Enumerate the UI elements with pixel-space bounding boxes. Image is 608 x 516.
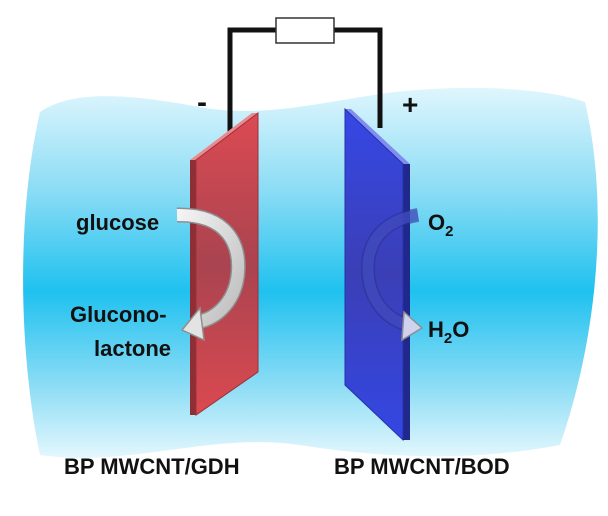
anode-electrode (190, 111, 259, 416)
resistor (275, 17, 335, 44)
electrolyte (23, 87, 598, 458)
product-h2o: H2O (428, 317, 469, 347)
cathode-sign: + (402, 89, 418, 120)
anode-label: BP MWCNT/GDH (64, 454, 240, 479)
cathode-electrode (344, 107, 410, 442)
cathode-reaction-arrow (360, 208, 424, 342)
product-glucono: Glucono- (70, 302, 167, 327)
anode-sign: - (197, 86, 207, 119)
reactant-o2: O2 (428, 210, 453, 240)
wire-right (334, 27, 383, 128)
product-lactone: lactone (94, 336, 171, 361)
cathode-label: BP MWCNT/BOD (334, 454, 510, 479)
anode-reaction-arrow (176, 207, 246, 342)
reactant-glucose: glucose (76, 210, 159, 235)
wire-left (227, 27, 276, 135)
